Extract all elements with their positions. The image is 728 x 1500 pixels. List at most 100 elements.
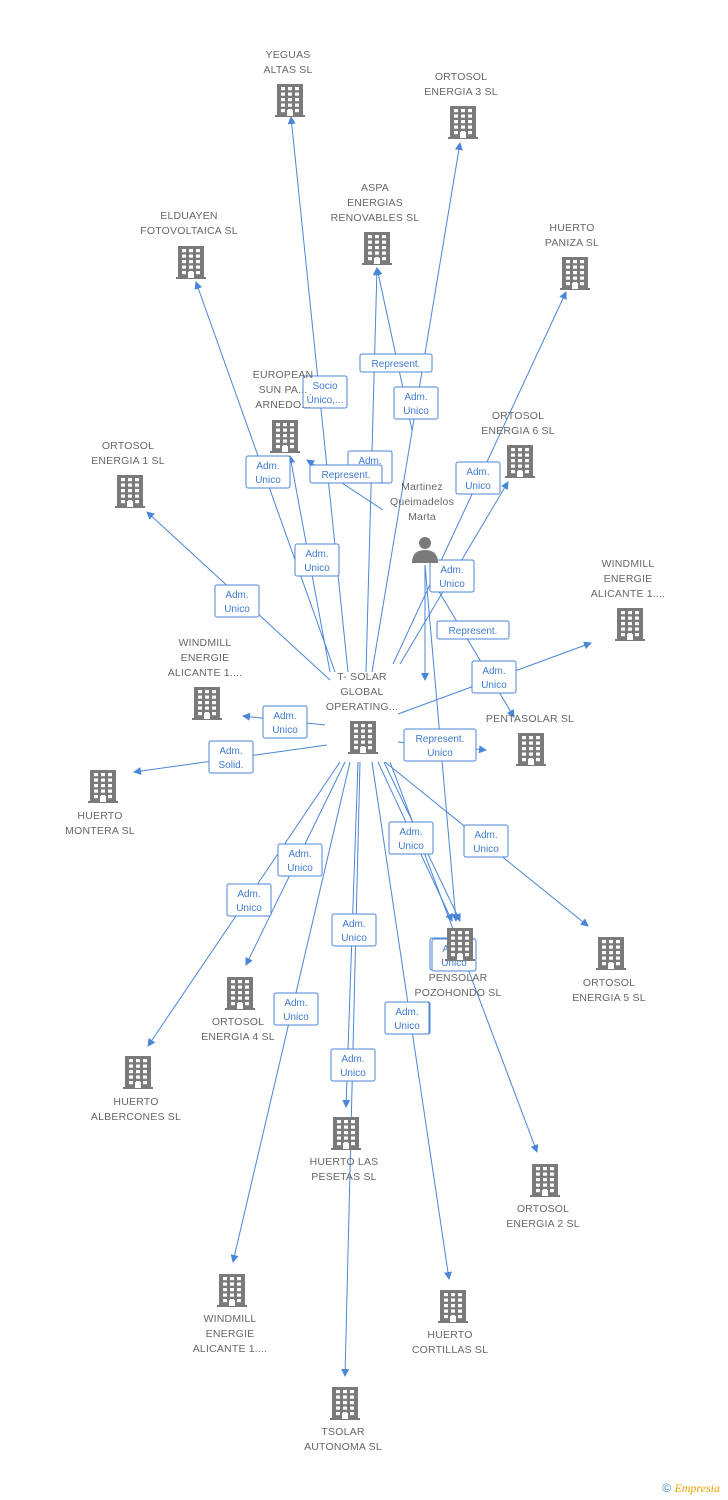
node-label: WINDMILL — [179, 637, 232, 649]
node-label: ARNEDO... — [255, 399, 310, 411]
edge-label-tsolar-windmill_l[interactable]: Adm.Unico — [262, 705, 308, 739]
node-huerto_cortillas[interactable]: HUERTO CORTILLAS SL — [412, 1290, 488, 1356]
edge-label-martinez-tsolar[interactable]: Adm.Unico — [429, 559, 475, 593]
building-icon — [445, 928, 475, 961]
edge-label-text: Adm. — [404, 392, 427, 403]
edge-label-tsolar-huerto_pesetas[interactable]: Adm.Unico — [331, 913, 377, 947]
edge-label-tsolar-huerto_cortillas[interactable]: Adm. Unico — [384, 1001, 430, 1035]
edge-label-tsolar-windmill_b[interactable]: Adm.Unico — [273, 992, 319, 1026]
edge-label-box — [214, 584, 260, 618]
node-pentasolar[interactable]: PENTASOLAR SL — [486, 713, 574, 766]
footer-brand[interactable]: © Empresia — [662, 1481, 720, 1496]
edge-label-martinez-pentasolar[interactable]: Represent. — [436, 620, 510, 640]
edge-label-box — [330, 1048, 376, 1082]
node-label: Martinez — [401, 481, 443, 493]
node-label: ALTAS SL — [263, 64, 312, 76]
edge-label-box — [393, 386, 439, 420]
edge-label-tsolar-pentasolar[interactable]: Represent.Unico — [403, 728, 477, 762]
edge-label-martinez-european[interactable]: Represent. — [309, 464, 383, 484]
edge-label-tsolar-huerto_albercones[interactable]: Adm. Unico — [226, 883, 272, 917]
node-label: HUERTO — [427, 1329, 472, 1341]
edge-label-tsolar-ortosol4[interactable]: Adm.Unico — [277, 843, 323, 877]
edge-label-tsolar-pensolar[interactable]: Adm.Unico — [388, 821, 434, 855]
edge-label-tsolar-windmill_r[interactable]: Adm.Unico — [471, 660, 517, 694]
node-label: Queimadelos — [390, 496, 454, 508]
edge-label-text: Unico — [441, 958, 467, 969]
edge-label-text: Unico — [394, 1021, 420, 1032]
edge-label-text: Adm. — [395, 1007, 418, 1018]
building-icon — [362, 232, 392, 265]
building-icon — [192, 687, 222, 720]
node-ortosol4[interactable]: ORTOSOL ENERGIA 4 SL — [201, 977, 275, 1043]
node-label: CORTILLAS SL — [412, 1344, 488, 1356]
edge-label-tsolar-huerto_montera[interactable]: Adm.Solid. — [208, 740, 254, 774]
node-label: ALICANTE 1.... — [168, 667, 243, 679]
edge-label-tsolar-ortosol1[interactable]: Adm.Unico — [214, 584, 260, 618]
edge-label-martinez-aspa[interactable]: Represent. — [359, 353, 433, 373]
edge-label-text: Unico — [255, 475, 281, 486]
node-label: ORTOSOL — [583, 977, 635, 989]
edge-label-box — [262, 705, 308, 739]
edge-label-tsolar-ortosol3[interactable]: Adm.Unico — [393, 386, 439, 420]
edge-label-text: Unico — [473, 844, 499, 855]
node-label: WINDMILL — [602, 558, 655, 570]
edge-label-tsolar-tsolar_autonoma[interactable]: Adm.Unico — [330, 1048, 376, 1082]
edge-label-text: Unico — [224, 604, 250, 615]
edge-label-text: Unico — [304, 563, 330, 574]
building-icon — [596, 937, 626, 970]
node-label: HUERTO — [77, 810, 122, 822]
node-label: Marta — [408, 511, 436, 523]
building-icon — [331, 1117, 361, 1150]
edge-label-tsolar-european[interactable]: Adm.Unico — [294, 543, 340, 577]
node-label: ALICANTE 1.... — [193, 1343, 268, 1355]
building-icon — [225, 977, 255, 1010]
node-label: ORTOSOL — [212, 1016, 264, 1028]
edge-label-text: Adm. — [341, 1054, 364, 1065]
edge-label-tsolar-elduayen[interactable]: Adm.Unico — [245, 455, 291, 489]
edge-label-text: Represent. — [416, 734, 465, 745]
node-label: ALBERCONES SL — [91, 1111, 181, 1123]
edge-label-tsolar-huerto_paniza[interactable]: Adm.Unico — [455, 461, 501, 495]
edge-label-text: Adm. — [237, 889, 260, 900]
node-tsolar[interactable]: T- SOLARGLOBALOPERATING... — [326, 671, 398, 754]
node-label: ALICANTE 1.... — [591, 588, 666, 600]
node-label: ENERGIA 4 SL — [201, 1031, 275, 1043]
edge-label-text: Unico — [465, 481, 491, 492]
edge-label-tsolar-yeguas[interactable]: SocioÚnico,... — [302, 375, 348, 409]
building-icon — [330, 1387, 360, 1420]
edge-label-text: Unico — [236, 903, 262, 914]
building-icon — [217, 1274, 247, 1307]
edge-label-text: Unico — [283, 1012, 309, 1023]
node-label: HUERTO — [549, 222, 594, 234]
node-label: ENERGIE — [206, 1328, 255, 1340]
edge-label-text: Unico — [272, 725, 298, 736]
edge-label-box — [429, 559, 475, 593]
building-icon — [270, 420, 300, 453]
node-label: T- SOLAR — [337, 671, 387, 683]
building-icon — [115, 475, 145, 508]
edge-label-box — [403, 728, 477, 762]
building-icon — [275, 84, 305, 117]
edge-label-text: Adm. — [342, 919, 365, 930]
edge-label-text: Socio — [312, 381, 337, 392]
edge-label-tsolar-ortosol5[interactable]: Adm.Unico — [463, 824, 509, 858]
